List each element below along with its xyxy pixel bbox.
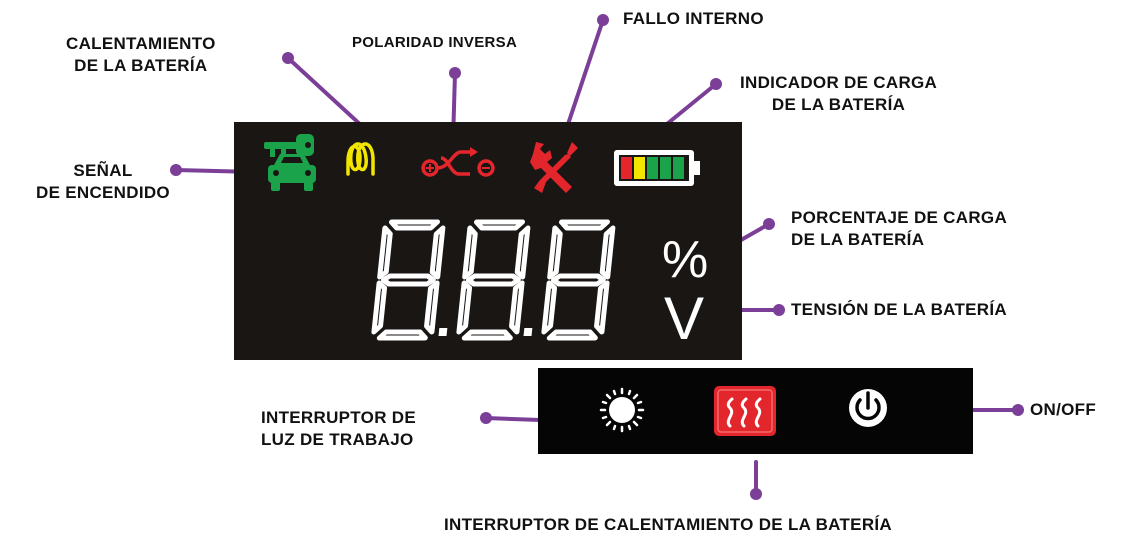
- volt-unit: V: [664, 285, 704, 352]
- battery-level-icon: [614, 150, 700, 186]
- percent-unit: %: [662, 231, 708, 289]
- lcd-display: % V: [234, 122, 742, 360]
- seven-segment-digits: [371, 219, 616, 341]
- leader-dot-luz: [480, 412, 492, 424]
- heater-icon[interactable]: [714, 386, 776, 436]
- wrench-screwdriver-icon: [530, 142, 578, 193]
- control-panel: [538, 368, 973, 454]
- heating-coil-icon: [346, 142, 375, 176]
- leader-dot-indicador: [710, 78, 722, 90]
- label-interruptor-calentamiento: INTERRUPTOR DE CALENTAMIENTO DE LA BATER…: [444, 515, 892, 534]
- label-fallo-interno: FALLO INTERNO: [623, 9, 764, 28]
- leader-dot-fallo: [597, 14, 609, 26]
- leader-dot-calentamiento: [282, 52, 294, 64]
- leader-dot-polaridad: [449, 67, 461, 79]
- label-interruptor-luz: INTERRUPTOR DE LUZ DE TRABAJO: [261, 408, 417, 449]
- label-indicador-carga: INDICADOR DE CARGA DE LA BATERÍA: [740, 73, 938, 114]
- power-icon[interactable]: [849, 389, 887, 427]
- leader-dot-tension: [773, 304, 785, 316]
- label-senal-encendido: SEÑAL DE ENCENDIDO: [36, 161, 170, 202]
- leader-dot-calent-interruptor: [750, 488, 762, 500]
- leader-dot-senal: [170, 164, 182, 176]
- label-tension-bateria: TENSIÓN DE LA BATERÍA: [791, 300, 1007, 319]
- leader-dot-porcentaje: [763, 218, 775, 230]
- label-polaridad-inversa: POLARIDAD INVERSA: [352, 34, 518, 51]
- label-on-off: ON/OFF: [1030, 400, 1097, 419]
- label-calentamiento: CALENTAMIENTO DE LA BATERÍA: [66, 34, 216, 75]
- label-porcentaje-carga: PORCENTAJE DE CARGA DE LA BATERÍA: [791, 208, 1008, 249]
- key-car-icon: [264, 134, 316, 191]
- reverse-polarity-icon: [421, 147, 495, 177]
- sun-icon[interactable]: [599, 387, 645, 433]
- leader-dot-onoff: [1012, 404, 1024, 416]
